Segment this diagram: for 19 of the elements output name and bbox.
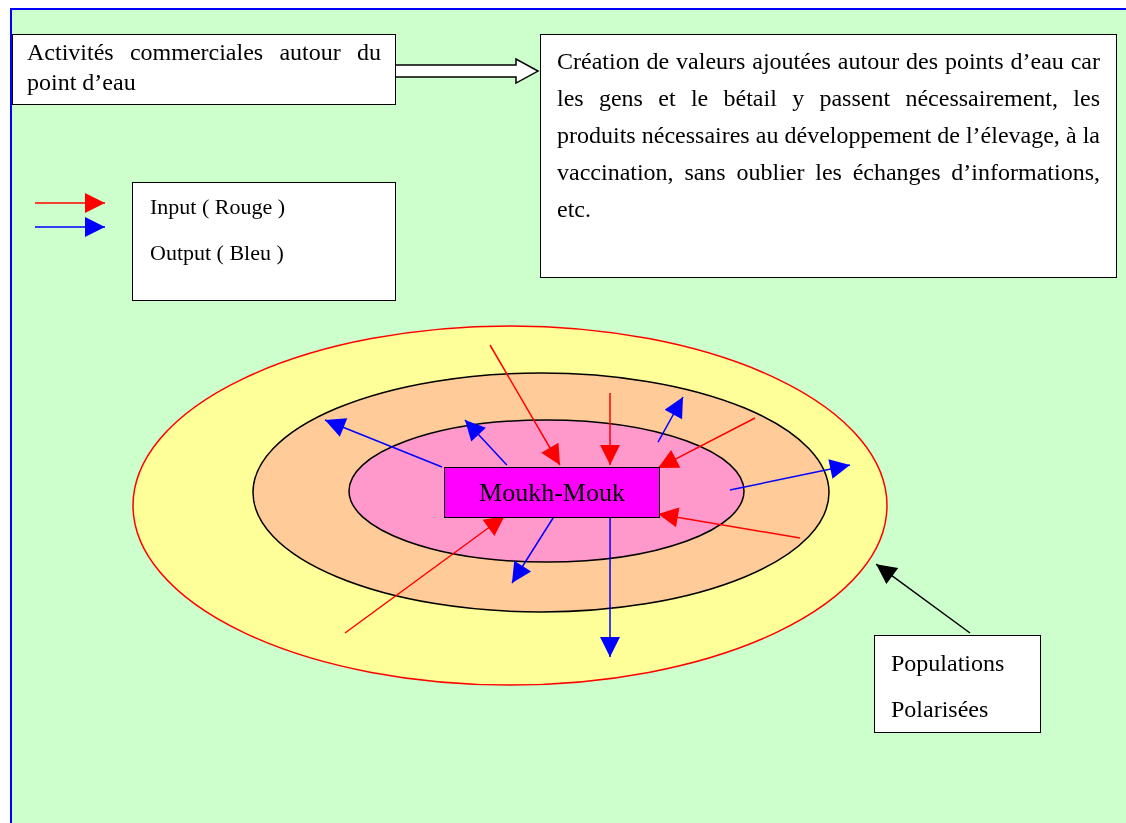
legend-text: Output ( Bleu ): [150, 240, 284, 266]
legend-text: Input ( Rouge ): [150, 194, 286, 220]
arrow: [600, 392, 621, 466]
text-box: Activités commerciales autour du point d’eau: [12, 34, 396, 105]
arrow: [657, 507, 801, 539]
arrow: [511, 515, 556, 584]
arrow: [464, 419, 508, 466]
text-box: Populations Polarisées: [874, 635, 1041, 733]
arrow: [324, 418, 443, 468]
arrow: [729, 459, 851, 491]
arrow: [875, 563, 971, 634]
arrow: [600, 515, 620, 658]
text-box: Création de valeurs ajoutées autour des points d’eau car les gens et le bétail y passent nécessairement, les produits nécessaires au développement de l’élevage, à la vaccination, sans oublier les échanges d’informations, etc.: [540, 34, 1117, 278]
center-box: Moukh-Mouk: [444, 467, 660, 518]
arrow: [657, 417, 756, 469]
arrow: [489, 344, 561, 466]
arrow: [344, 515, 506, 634]
arrow: [393, 57, 540, 85]
arrow: [657, 396, 684, 443]
